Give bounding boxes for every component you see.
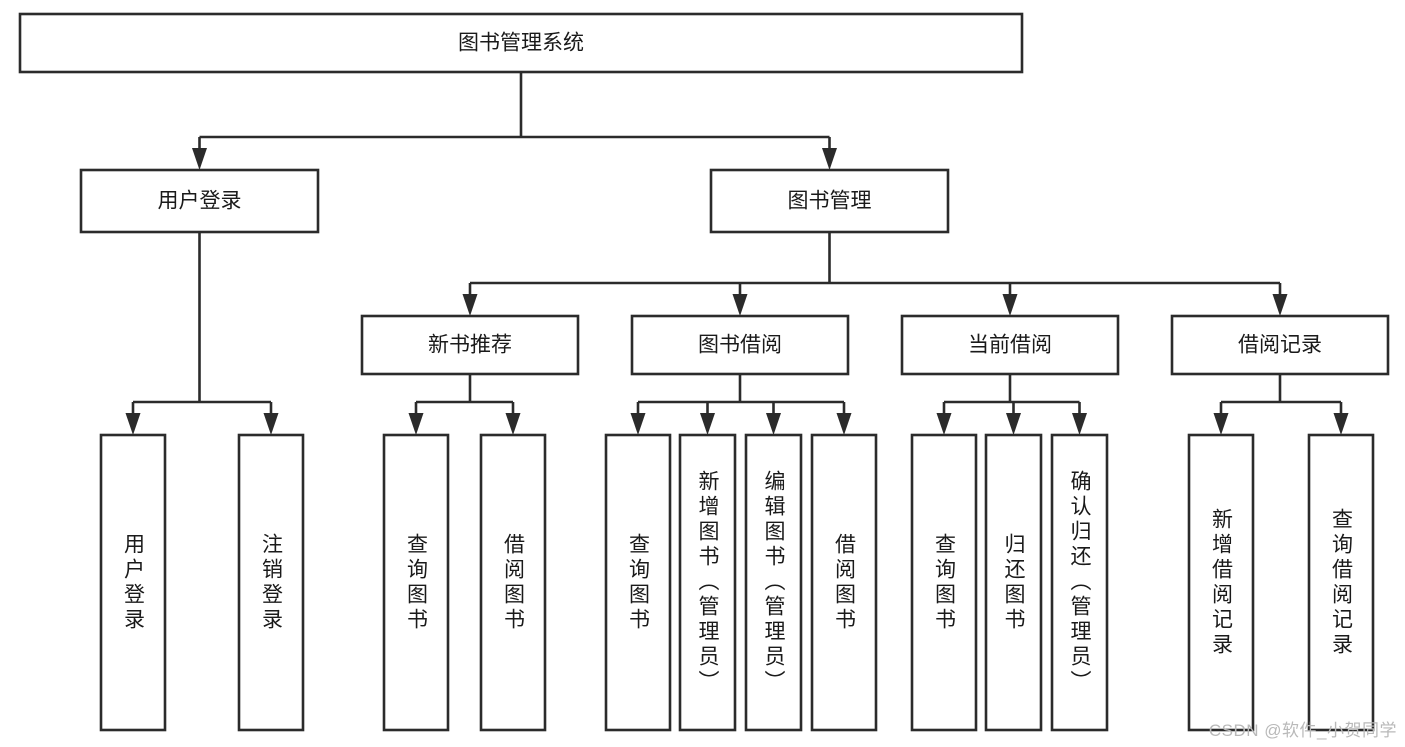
node-box-leaf-query-book-1[interactable] — [382, 433, 450, 732]
arrow-head-icon — [732, 294, 748, 316]
node-leaf-query-record[interactable] — [1307, 433, 1375, 732]
node-leaf-add-record[interactable] — [1187, 433, 1255, 732]
node-box-new-book-recommend[interactable] — [360, 314, 580, 376]
node-leaf-add-book-admin[interactable] — [678, 433, 737, 732]
arrow-head-icon — [836, 413, 852, 435]
node-box-leaf-user-login[interactable] — [99, 433, 167, 732]
node-leaf-query-book-3[interactable] — [910, 433, 978, 732]
arrow-head-icon — [263, 413, 279, 435]
connector-layer — [125, 72, 1349, 435]
arrow-head-icon — [1333, 413, 1349, 435]
arrow-head-icon — [1213, 413, 1229, 435]
node-box-book-manage[interactable] — [709, 168, 950, 234]
arrow-head-icon — [1272, 294, 1288, 316]
node-root[interactable]: 图书管理系统 — [18, 12, 1024, 74]
node-box-leaf-query-book-2[interactable] — [604, 433, 672, 732]
node-leaf-user-logout[interactable] — [237, 433, 305, 732]
node-box-leaf-user-logout[interactable] — [237, 433, 305, 732]
node-leaf-query-book-2[interactable] — [604, 433, 672, 732]
node-label-user-login: 用户登录 — [158, 190, 242, 213]
node-leaf-query-book-1[interactable] — [382, 433, 450, 732]
node-box-leaf-borrow-book-1[interactable] — [479, 433, 547, 732]
arrow-head-icon — [125, 413, 141, 435]
arrow-head-icon — [1002, 294, 1018, 316]
node-label-new-book-recommend: 新书推荐 — [428, 334, 512, 357]
node-borrow-record[interactable]: 借阅记录 — [1170, 314, 1390, 376]
node-new-book-recommend[interactable]: 新书推荐 — [360, 314, 580, 376]
node-box-leaf-confirm-return[interactable] — [1050, 433, 1109, 732]
arrow-head-icon — [1072, 413, 1087, 435]
node-book-manage[interactable]: 图书管理 — [709, 168, 950, 234]
arrow-head-icon — [408, 413, 424, 435]
arrow-head-icon — [462, 294, 478, 316]
node-book-borrow[interactable]: 图书借阅 — [630, 314, 850, 376]
node-leaf-borrow-book-1[interactable] — [479, 433, 547, 732]
node-box-leaf-return-book[interactable] — [984, 433, 1043, 732]
arrow-head-icon — [936, 413, 952, 435]
arrow-head-icon — [700, 413, 715, 435]
node-box-leaf-edit-book-admin[interactable] — [744, 433, 803, 732]
node-box-user-login[interactable] — [79, 168, 320, 234]
node-box-root[interactable] — [18, 12, 1024, 74]
node-leaf-return-book[interactable] — [984, 433, 1043, 732]
node-leaf-user-login[interactable] — [99, 433, 167, 732]
node-label-book-manage: 图书管理 — [788, 190, 872, 213]
node-label-root: 图书管理系统 — [458, 32, 584, 55]
arrow-head-icon — [766, 413, 781, 435]
node-leaf-borrow-book-2[interactable] — [810, 433, 878, 732]
arrow-head-icon — [1006, 413, 1021, 435]
arrow-head-icon — [192, 148, 207, 170]
node-current-borrow[interactable]: 当前借阅 — [900, 314, 1120, 376]
arrow-head-icon — [630, 413, 646, 435]
node-box-book-borrow[interactable] — [630, 314, 850, 376]
node-box-borrow-record[interactable] — [1170, 314, 1390, 376]
node-box-leaf-add-book-admin[interactable] — [678, 433, 737, 732]
watermark-text: CSDN @软件_小贺同学 — [1208, 721, 1397, 740]
node-box-leaf-query-record[interactable] — [1307, 433, 1375, 732]
node-label-book-borrow: 图书借阅 — [698, 334, 782, 357]
node-leaf-edit-book-admin[interactable] — [744, 433, 803, 732]
node-leaf-confirm-return[interactable] — [1050, 433, 1109, 732]
node-box-current-borrow[interactable] — [900, 314, 1120, 376]
arrow-head-icon — [822, 148, 837, 170]
node-label-borrow-record: 借阅记录 — [1238, 334, 1322, 357]
node-label-current-borrow: 当前借阅 — [968, 334, 1052, 357]
node-box-leaf-add-record[interactable] — [1187, 433, 1255, 732]
node-box-leaf-query-book-3[interactable] — [910, 433, 978, 732]
node-box-leaf-borrow-book-2[interactable] — [810, 433, 878, 732]
arrow-head-icon — [505, 413, 521, 435]
node-user-login[interactable]: 用户登录 — [79, 168, 320, 234]
